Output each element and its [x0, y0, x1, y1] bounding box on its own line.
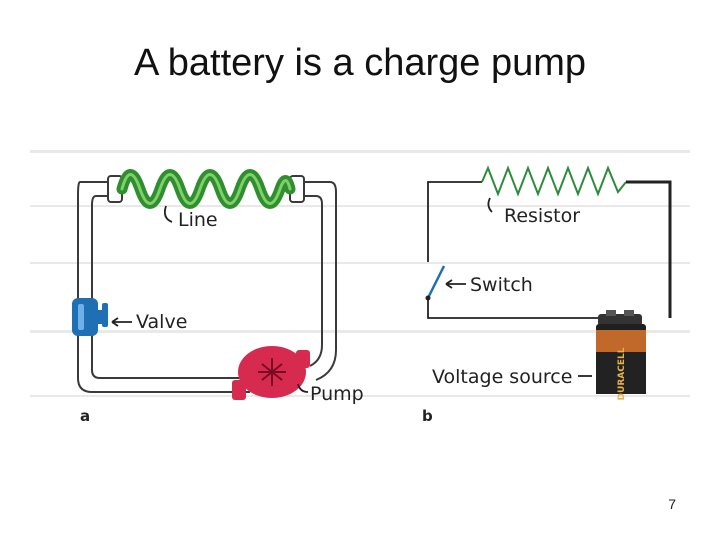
panel-b-label: b [422, 407, 433, 425]
pump-label: Pump [310, 383, 364, 405]
bottom-wire [427, 298, 600, 319]
line-label: Line [178, 209, 218, 231]
pipe-right-outer [302, 181, 337, 381]
water-circuit [72, 169, 337, 400]
battery-icon: DURACELL [596, 310, 646, 400]
line-label-arrow [163, 205, 173, 223]
resistor-zigzag [481, 165, 627, 197]
voltage-source-label: Voltage source [432, 366, 572, 388]
switch-label: Switch [470, 274, 533, 296]
battery-brand: DURACELL [617, 347, 627, 400]
slide-title: A battery is a charge pump [133, 42, 587, 84]
panel-a-label: a [80, 407, 90, 425]
top-wire-left [427, 181, 482, 262]
page-number: 7 [668, 496, 676, 512]
pump-icon [232, 346, 310, 400]
valve-label: Valve [136, 311, 187, 333]
top-wire-right [626, 180, 672, 318]
electric-circuit [425, 165, 672, 377]
switch-blade [426, 265, 446, 299]
resistor-label-arrow [487, 197, 493, 213]
valve-icon [72, 298, 108, 336]
background-texture [30, 150, 690, 397]
pipe-outer [77, 181, 250, 393]
pump-label-arrow [297, 383, 309, 393]
resistor-label: Resistor [504, 205, 580, 227]
pipe-right-inner [302, 195, 323, 367]
pipe-inner [91, 195, 245, 379]
